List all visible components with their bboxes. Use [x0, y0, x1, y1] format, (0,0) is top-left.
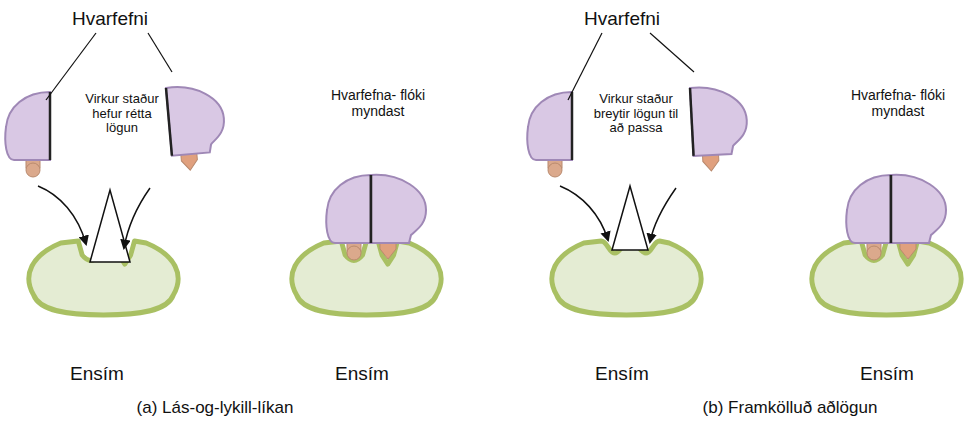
enzyme-label: Ensím [842, 363, 932, 384]
enzyme-label: Ensím [317, 363, 407, 384]
panel-caption: (b) Framkölluð aðlögun [640, 398, 940, 417]
enzyme-label: Ensím [52, 363, 142, 384]
substrate-label: Hvarfefni [55, 8, 165, 29]
complex-note: Hvarfefna- flóki myndast [327, 88, 429, 119]
enzyme-label: Ensím [577, 363, 667, 384]
complex-note: Hvarfefna- flóki myndast [847, 88, 949, 119]
active-site-note: Virkur staður hefur rétta lögun [85, 92, 159, 136]
panel-caption: (a) Lás-og-lykill-líkan [65, 398, 365, 417]
substrate-label: Hvarfefni [567, 8, 677, 29]
active-site-note: Virkur staður breytir lögun til að passa [591, 92, 681, 136]
